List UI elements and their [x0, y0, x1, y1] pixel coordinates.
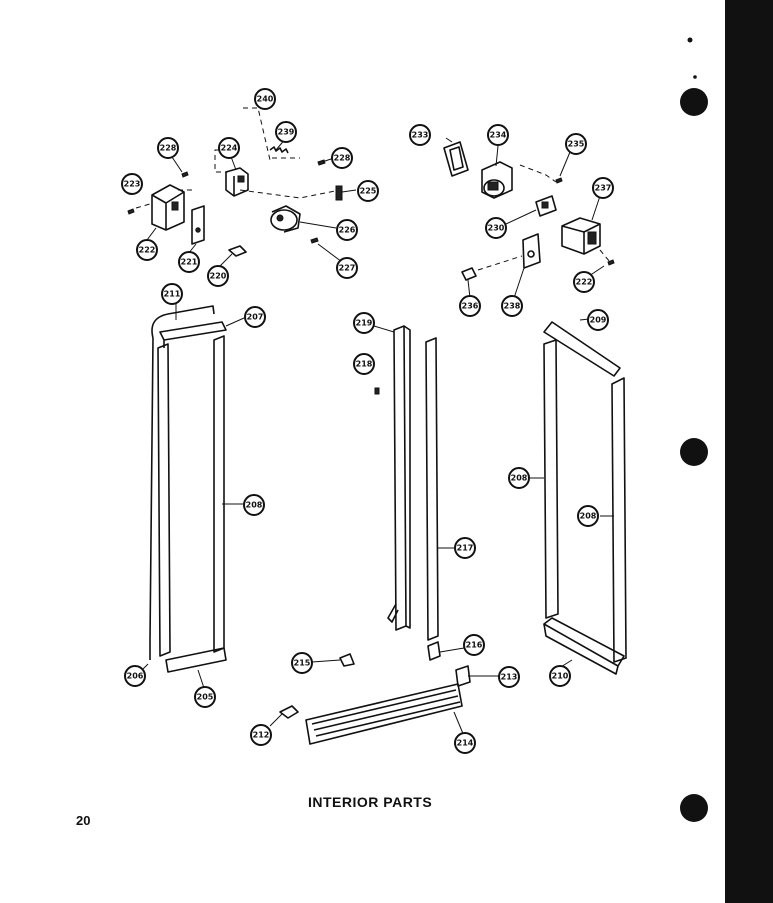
gasket-part	[443, 141, 469, 177]
switch-housing-part	[151, 184, 185, 231]
svg-text:233: 233	[412, 131, 429, 140]
binding-hole-top	[680, 88, 708, 116]
right-liner-frame	[543, 321, 627, 675]
svg-text:227: 227	[339, 264, 356, 273]
callout-218: 218	[353, 353, 375, 375]
binding-hole-middle	[680, 438, 708, 466]
callout-233: 233	[409, 124, 431, 146]
page-title: INTERIOR PARTS	[308, 794, 433, 810]
callout-238: 238	[501, 295, 523, 317]
binding-hole-bottom	[680, 794, 708, 822]
callout-208: 208	[577, 505, 599, 527]
svg-text:223: 223	[124, 180, 141, 189]
callout-226: 226	[336, 219, 358, 241]
callout-230: 230	[485, 217, 507, 239]
center-mullion	[339, 325, 441, 667]
callout-223: 223	[121, 173, 143, 195]
callout-217: 217	[454, 537, 476, 559]
callout-240: 240	[254, 88, 276, 110]
svg-text:234: 234	[490, 131, 507, 140]
svg-text:207: 207	[247, 313, 264, 322]
page-number: 20	[76, 813, 91, 828]
callout-208: 208	[243, 494, 265, 516]
svg-text:221: 221	[181, 258, 198, 267]
callout-211: 211	[161, 283, 183, 305]
callout-210: 210	[549, 665, 571, 687]
callout-225: 225	[357, 180, 379, 202]
svg-text:216: 216	[466, 641, 483, 650]
callout-216: 216	[463, 634, 485, 656]
svg-text:210: 210	[552, 672, 569, 681]
svg-text:209: 209	[590, 316, 607, 325]
bracket-part	[225, 167, 249, 197]
svg-text:211: 211	[164, 290, 181, 299]
callout-213: 213	[498, 666, 520, 688]
svg-text:214: 214	[457, 739, 474, 748]
leader-lines	[141, 137, 614, 737]
svg-text:206: 206	[127, 672, 144, 681]
callout-227: 227	[336, 257, 358, 279]
left-control-assembly	[127, 107, 343, 257]
callout-207: 207	[244, 306, 266, 328]
svg-text:213: 213	[501, 673, 518, 682]
svg-text:205: 205	[197, 693, 214, 702]
svg-text:208: 208	[246, 501, 263, 510]
svg-text:228: 228	[160, 144, 177, 153]
svg-text:238: 238	[504, 302, 521, 311]
callout-228: 228	[157, 137, 179, 159]
callout-237: 237	[592, 177, 614, 199]
speck	[693, 75, 697, 79]
page-edge-bar	[725, 0, 773, 903]
motor-part	[270, 209, 298, 231]
svg-text:226: 226	[339, 226, 356, 235]
callout-236: 236	[459, 295, 481, 317]
callout-235: 235	[565, 133, 587, 155]
callout-224: 224	[218, 137, 240, 159]
callout-206: 206	[124, 665, 146, 687]
svg-text:215: 215	[294, 659, 311, 668]
speck	[687, 37, 693, 43]
svg-text:237: 237	[595, 184, 612, 193]
lower-parts	[279, 665, 471, 745]
svg-text:222: 222	[139, 246, 156, 255]
callout-228: 228	[331, 147, 353, 169]
svg-text:230: 230	[488, 224, 505, 233]
svg-text:212: 212	[253, 731, 270, 740]
callout-205: 205	[194, 686, 216, 708]
plate-part	[191, 205, 205, 245]
callout-219: 219	[353, 312, 375, 334]
svg-text:220: 220	[210, 272, 227, 281]
svg-text:239: 239	[278, 128, 295, 137]
right-control-assembly	[443, 141, 615, 281]
svg-text:235: 235	[568, 140, 585, 149]
left-liner-frame	[149, 305, 227, 673]
svg-text:219: 219	[356, 319, 373, 328]
svg-text:217: 217	[457, 544, 474, 553]
svg-text:225: 225	[360, 187, 377, 196]
svg-text:240: 240	[257, 95, 274, 104]
svg-text:208: 208	[511, 474, 528, 483]
callout-212: 212	[250, 724, 272, 746]
callout-215: 215	[291, 652, 313, 674]
callout-221: 221	[178, 251, 200, 273]
callout-208: 208	[508, 467, 530, 489]
svg-text:224: 224	[221, 144, 238, 153]
toe-grille-part	[305, 683, 463, 745]
fan-motor-part	[481, 161, 513, 199]
callout-220: 220	[207, 265, 229, 287]
svg-text:208: 208	[580, 512, 597, 521]
switch-housing-part	[561, 217, 601, 255]
svg-text:236: 236	[462, 302, 479, 311]
callout-222: 222	[573, 271, 595, 293]
svg-text:228: 228	[334, 154, 351, 163]
callout-214: 214	[454, 732, 476, 754]
callout-234: 234	[487, 124, 509, 146]
callout-239: 239	[275, 121, 297, 143]
svg-text:222: 222	[576, 278, 593, 287]
callout-222: 222	[136, 239, 158, 261]
svg-text:218: 218	[356, 360, 373, 369]
callout-209: 209	[587, 309, 609, 331]
